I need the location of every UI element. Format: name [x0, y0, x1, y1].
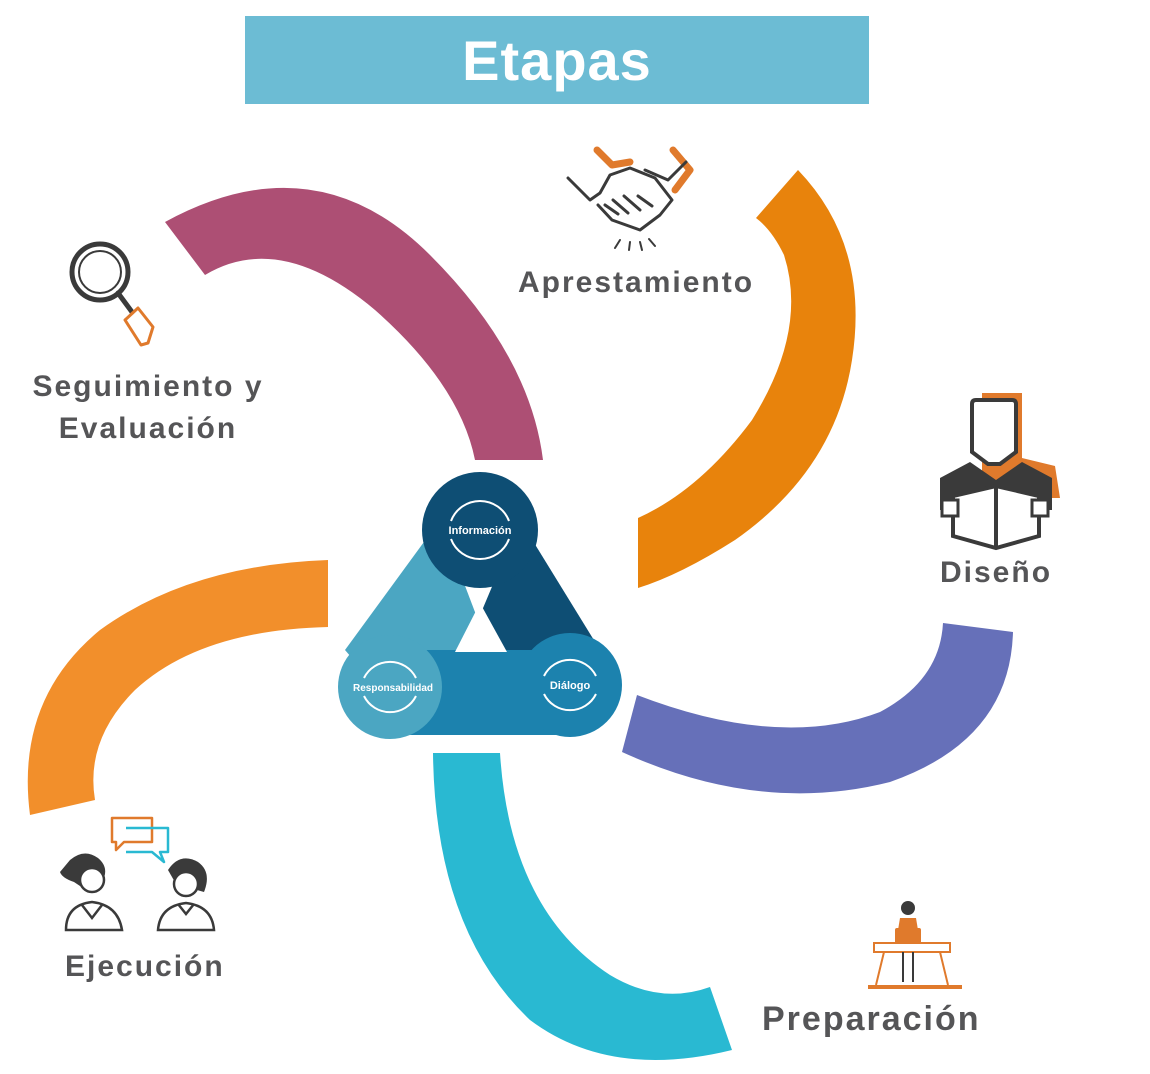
ring-dialogo-bottom [543, 693, 597, 712]
stage-label-diseno: Diseño [940, 556, 1053, 589]
node-responsabilidad [338, 635, 442, 739]
two-people-talking-icon [60, 816, 216, 932]
triad-hole [455, 603, 507, 652]
arc-preparacion [433, 753, 732, 1060]
stage-label-preparacion: Preparación [762, 1000, 981, 1038]
person-reading-icon [940, 393, 1060, 551]
label-responsabilidad: Responsabilidad [353, 683, 433, 694]
arc-aprestamiento [638, 170, 856, 588]
arc-diseno [622, 623, 1013, 794]
stage-label-ejecucion: Ejecución [65, 950, 225, 983]
center-triad: Información Responsabilidad Diálogo [338, 472, 622, 739]
page-title: Etapas [462, 28, 652, 92]
ring-informacion-top [450, 500, 510, 522]
ring-responsabilidad-bottom [363, 695, 417, 714]
stage-label-aprestamiento: Apresta­miento [518, 266, 755, 299]
label-dialogo: Diálogo [550, 680, 591, 692]
handshake-icon [566, 146, 694, 251]
ring-dialogo-top [543, 658, 597, 677]
label-informacion: Información [449, 525, 512, 537]
arc-seguimiento [165, 187, 543, 460]
ring-responsabilidad-top [363, 660, 417, 679]
title-banner: Etapas [245, 16, 869, 104]
node-informacion [422, 472, 538, 588]
magnifier-icon [69, 241, 155, 347]
node-dialogo [518, 633, 622, 737]
stage-label-seguimiento: Seguimiento y Evaluación [32, 370, 264, 445]
ring-informacion-bottom [450, 538, 510, 560]
person-at-desk-icon [868, 901, 962, 989]
arc-ejecucion [27, 560, 328, 815]
